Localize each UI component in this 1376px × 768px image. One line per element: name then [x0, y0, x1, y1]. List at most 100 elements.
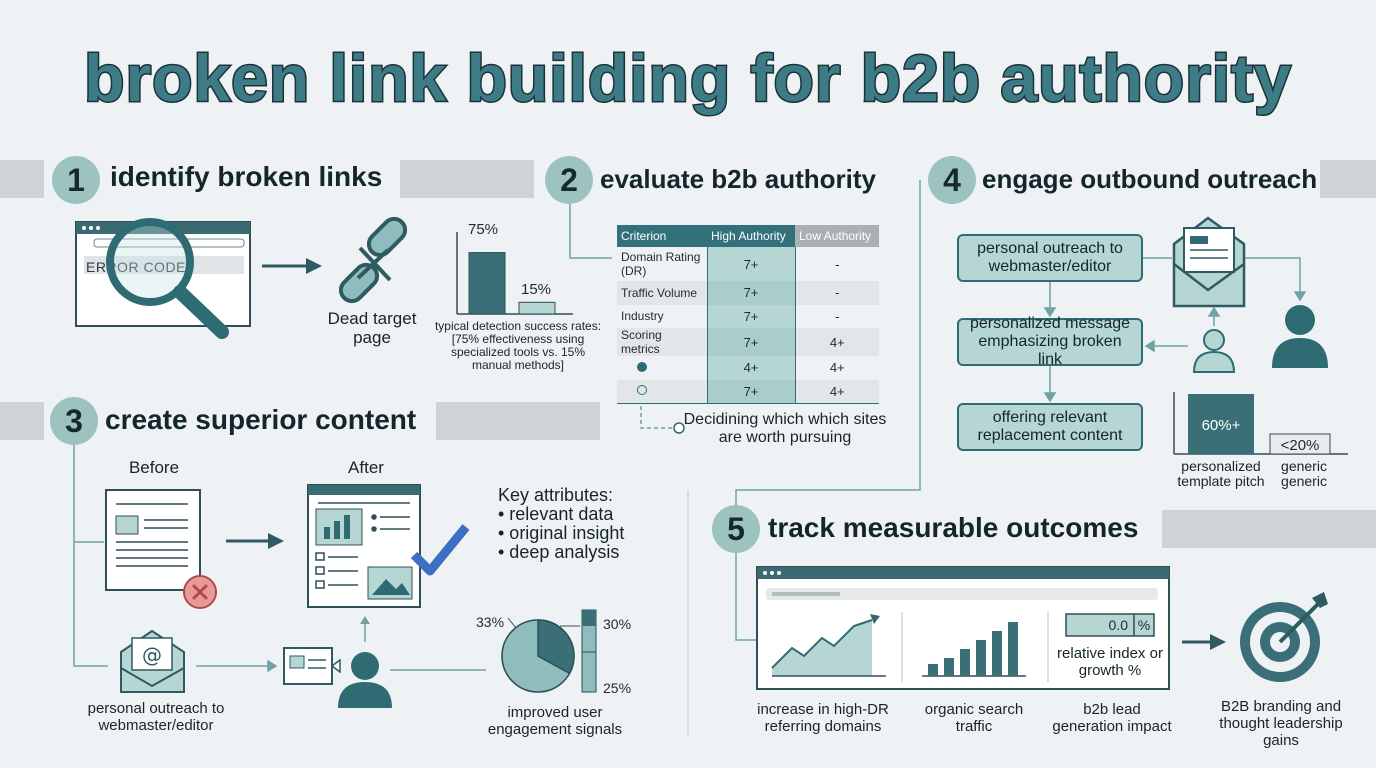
bar-generic: [1269, 433, 1331, 455]
s5-title: track measurable outcomes: [768, 512, 1139, 543]
s4-title: engage outbound outreach: [982, 164, 1318, 194]
replacement-step-box: offering relevant replacement content: [957, 403, 1143, 451]
pie-slice: [537, 619, 575, 675]
s3-flow-arrows: [196, 659, 486, 673]
table-row: Industry 7+ -: [617, 304, 879, 328]
after-document-icon: [307, 484, 470, 608]
connector-s4-s5: [735, 180, 921, 641]
outreach-bar-chart: [1173, 392, 1348, 455]
traffic-bar: [976, 640, 986, 676]
key-attribute-item: • relevant data: [498, 504, 614, 524]
target-arrow-icon: [1182, 634, 1226, 650]
bar2-value-label: 15%: [521, 281, 552, 298]
pie-leader-line: [507, 617, 517, 629]
table-cell: 4+: [795, 328, 879, 356]
traffic-bar: [928, 664, 938, 676]
svg-text:@: @: [142, 643, 162, 667]
arrow-icon: [262, 258, 322, 274]
traffic-bars: [928, 622, 1018, 676]
traffic-bar: [944, 658, 954, 676]
pie-caption: improved user engagement signals: [487, 704, 623, 738]
s3-title: create superior content: [105, 404, 417, 435]
s3-outreach-label: personal outreach to webmaster/editor: [87, 700, 225, 734]
up-arrow-icon: [360, 616, 370, 642]
magnifier-icon: [106, 218, 229, 339]
connector-s3: [73, 442, 108, 667]
broken-link-icon: [338, 216, 408, 304]
lead-generation-caption: b2b lead generation impact: [1052, 701, 1172, 735]
s1-band-left: [0, 160, 44, 198]
s5-band-right: [1162, 510, 1376, 548]
value-box: [1065, 613, 1155, 637]
target-bullseye-icon: [1240, 592, 1328, 682]
table-header: High Authority: [707, 225, 795, 247]
pie-label-25: 25%: [603, 680, 632, 696]
bullet-circle-icon: [637, 385, 647, 395]
traffic-bar: [1008, 622, 1018, 676]
detection-bar-chart: [456, 232, 573, 315]
table-cell: -: [795, 281, 879, 305]
key-attributes-title: Key attributes:: [498, 485, 614, 505]
organic-traffic-caption: organic search traffic: [924, 701, 1024, 735]
table-row: Domain Rating (DR) 7+ -: [617, 247, 879, 281]
table-cell: [617, 379, 707, 403]
connector-s2: [569, 204, 612, 259]
growth-arrow-head: [870, 614, 880, 624]
engagement-pie-chart: [501, 609, 597, 693]
s2-title: evaluate b2b authority: [600, 164, 876, 194]
growth-line: [771, 619, 873, 669]
index-label: relative index or growth %: [1057, 645, 1163, 679]
envelope-icon: [1172, 216, 1246, 308]
outreach-flow-arrows: [1043, 257, 1307, 403]
before-label: Before: [128, 458, 180, 477]
before-after-arrow-icon: [226, 533, 284, 549]
bar1-value-label: 75%: [468, 221, 499, 238]
dead-target-label: Dead target page: [327, 309, 417, 347]
bullet-dot-icon: [637, 361, 647, 372]
message-step-box: personalized message emphasizing broken …: [957, 315, 1143, 368]
table-cell: 7+: [706, 247, 796, 281]
outreach-step-box: personal outreach to webmaster/editor: [957, 234, 1143, 282]
after-label: After: [348, 458, 384, 477]
authority-note: Decidining which which sites are worth p…: [683, 411, 887, 446]
bar-tools: [468, 252, 506, 315]
s3-band-right: [436, 402, 600, 440]
s2-number-badge: 2: [545, 156, 593, 204]
table-cell: 7+: [706, 304, 796, 328]
table-cell: Domain Rating (DR): [621, 250, 701, 278]
s3-number-badge: 3: [50, 397, 98, 445]
table-header: Criterion: [617, 225, 707, 247]
table-cell: 7+: [706, 281, 796, 305]
referring-domains-caption: increase in high-DR referring domains: [757, 701, 889, 735]
table-cell: -: [835, 308, 840, 324]
table-cell: Traffic Volume: [617, 281, 707, 305]
table-row: 4+ 4+: [617, 356, 879, 380]
table-cell: Scoring metrics: [617, 328, 707, 356]
s3-band-left: [0, 402, 44, 440]
pie-label-30: 30%: [603, 616, 632, 632]
table-cell: Industry: [621, 309, 664, 324]
s5-number-badge: 5: [712, 505, 760, 553]
table-cell: 7+: [706, 328, 796, 356]
key-attribute-item: • original insight: [498, 523, 625, 543]
table-cell: 4+: [706, 356, 796, 380]
analytics-dashboard: [756, 566, 1170, 690]
key-attribute-item: • deep analysis: [498, 542, 620, 562]
key-attributes: Key attributes: • relevant data • origin…: [498, 486, 624, 562]
connector-note: [640, 392, 672, 429]
traffic-bar: [992, 631, 1002, 676]
stack-bar-top: [582, 610, 596, 626]
detection-caption: typical detection success rates: [75% ef…: [434, 319, 602, 372]
note-dot-icon: [673, 422, 685, 434]
table-cell: 7+: [706, 379, 796, 404]
bar-personalized: [1188, 394, 1254, 454]
before-document-icon: [105, 489, 217, 609]
bar-generic-label: <20%: [1280, 437, 1320, 454]
s4-number-badge: 4: [928, 156, 976, 204]
branding-caption: B2B branding and thought leadership gain…: [1219, 698, 1343, 749]
table-header-row: Criterion High Authority Low Authority: [617, 225, 879, 247]
authority-table: Criterion High Authority Low Authority D…: [617, 225, 879, 404]
table-row: Traffic Volume 7+ -: [617, 281, 879, 305]
sender-avatar-icon: [1192, 329, 1236, 373]
